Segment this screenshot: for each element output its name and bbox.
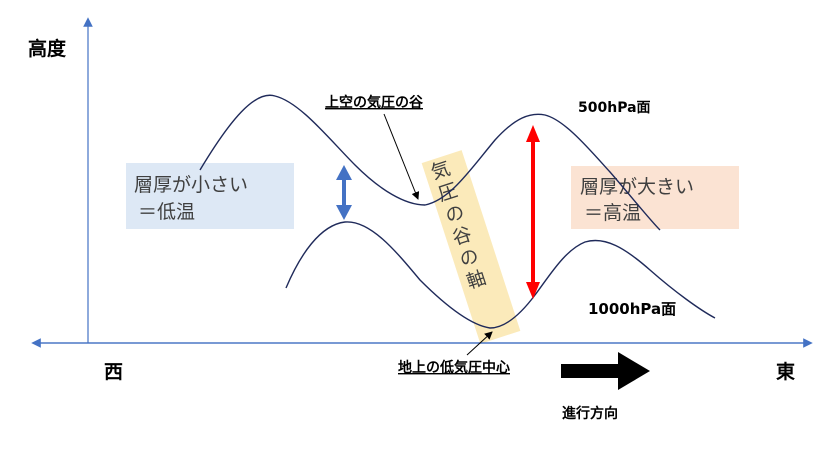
west-label: 西 — [104, 361, 123, 383]
thick-layer-box-line2: ＝高温 — [584, 202, 641, 224]
500hpa-label: 500hPa面 — [578, 100, 651, 116]
east-label: 東 — [776, 360, 795, 383]
surface-low-pointer — [466, 331, 493, 356]
thick-layer-box-line1: 層厚が大きい — [580, 176, 694, 198]
thin-layer-box: 層厚が小さい ＝低温 — [126, 163, 294, 229]
thick-thickness-arrow — [526, 125, 540, 299]
thin-layer-box-line1: 層厚が小さい — [134, 174, 248, 196]
thick-thickness-arrow-down-head — [526, 282, 540, 299]
thin-thickness-arrow-up-head — [336, 165, 352, 180]
thick-layer-box: 層厚が大きい ＝高温 — [571, 166, 739, 229]
trough-axis-band — [421, 150, 521, 344]
surface-low-label: 地上の低気圧中心 — [398, 359, 510, 376]
500hpa-surface-curve — [199, 94, 661, 231]
upper-trough-label: 上空の気圧の谷 — [325, 94, 424, 111]
thin-layer-box-line2: ＝低温 — [138, 201, 195, 223]
thick-layer-box-bg — [571, 166, 739, 229]
direction-label: 進行方向 — [562, 405, 618, 422]
thin-thickness-arrow-down-head — [336, 205, 352, 220]
1000hpa-label: 1000hPa面 — [588, 300, 676, 318]
trough-axis-band-bg — [421, 150, 521, 344]
direction-arrow-icon — [561, 352, 650, 390]
thin-layer-box-bg — [126, 163, 294, 229]
height-axis-label: 高度 — [28, 37, 67, 60]
thick-thickness-arrow-up-head — [526, 125, 540, 142]
thin-thickness-arrow — [336, 165, 352, 220]
1000hpa-surface-curve — [285, 221, 716, 329]
upper-trough-pointer — [383, 113, 420, 200]
